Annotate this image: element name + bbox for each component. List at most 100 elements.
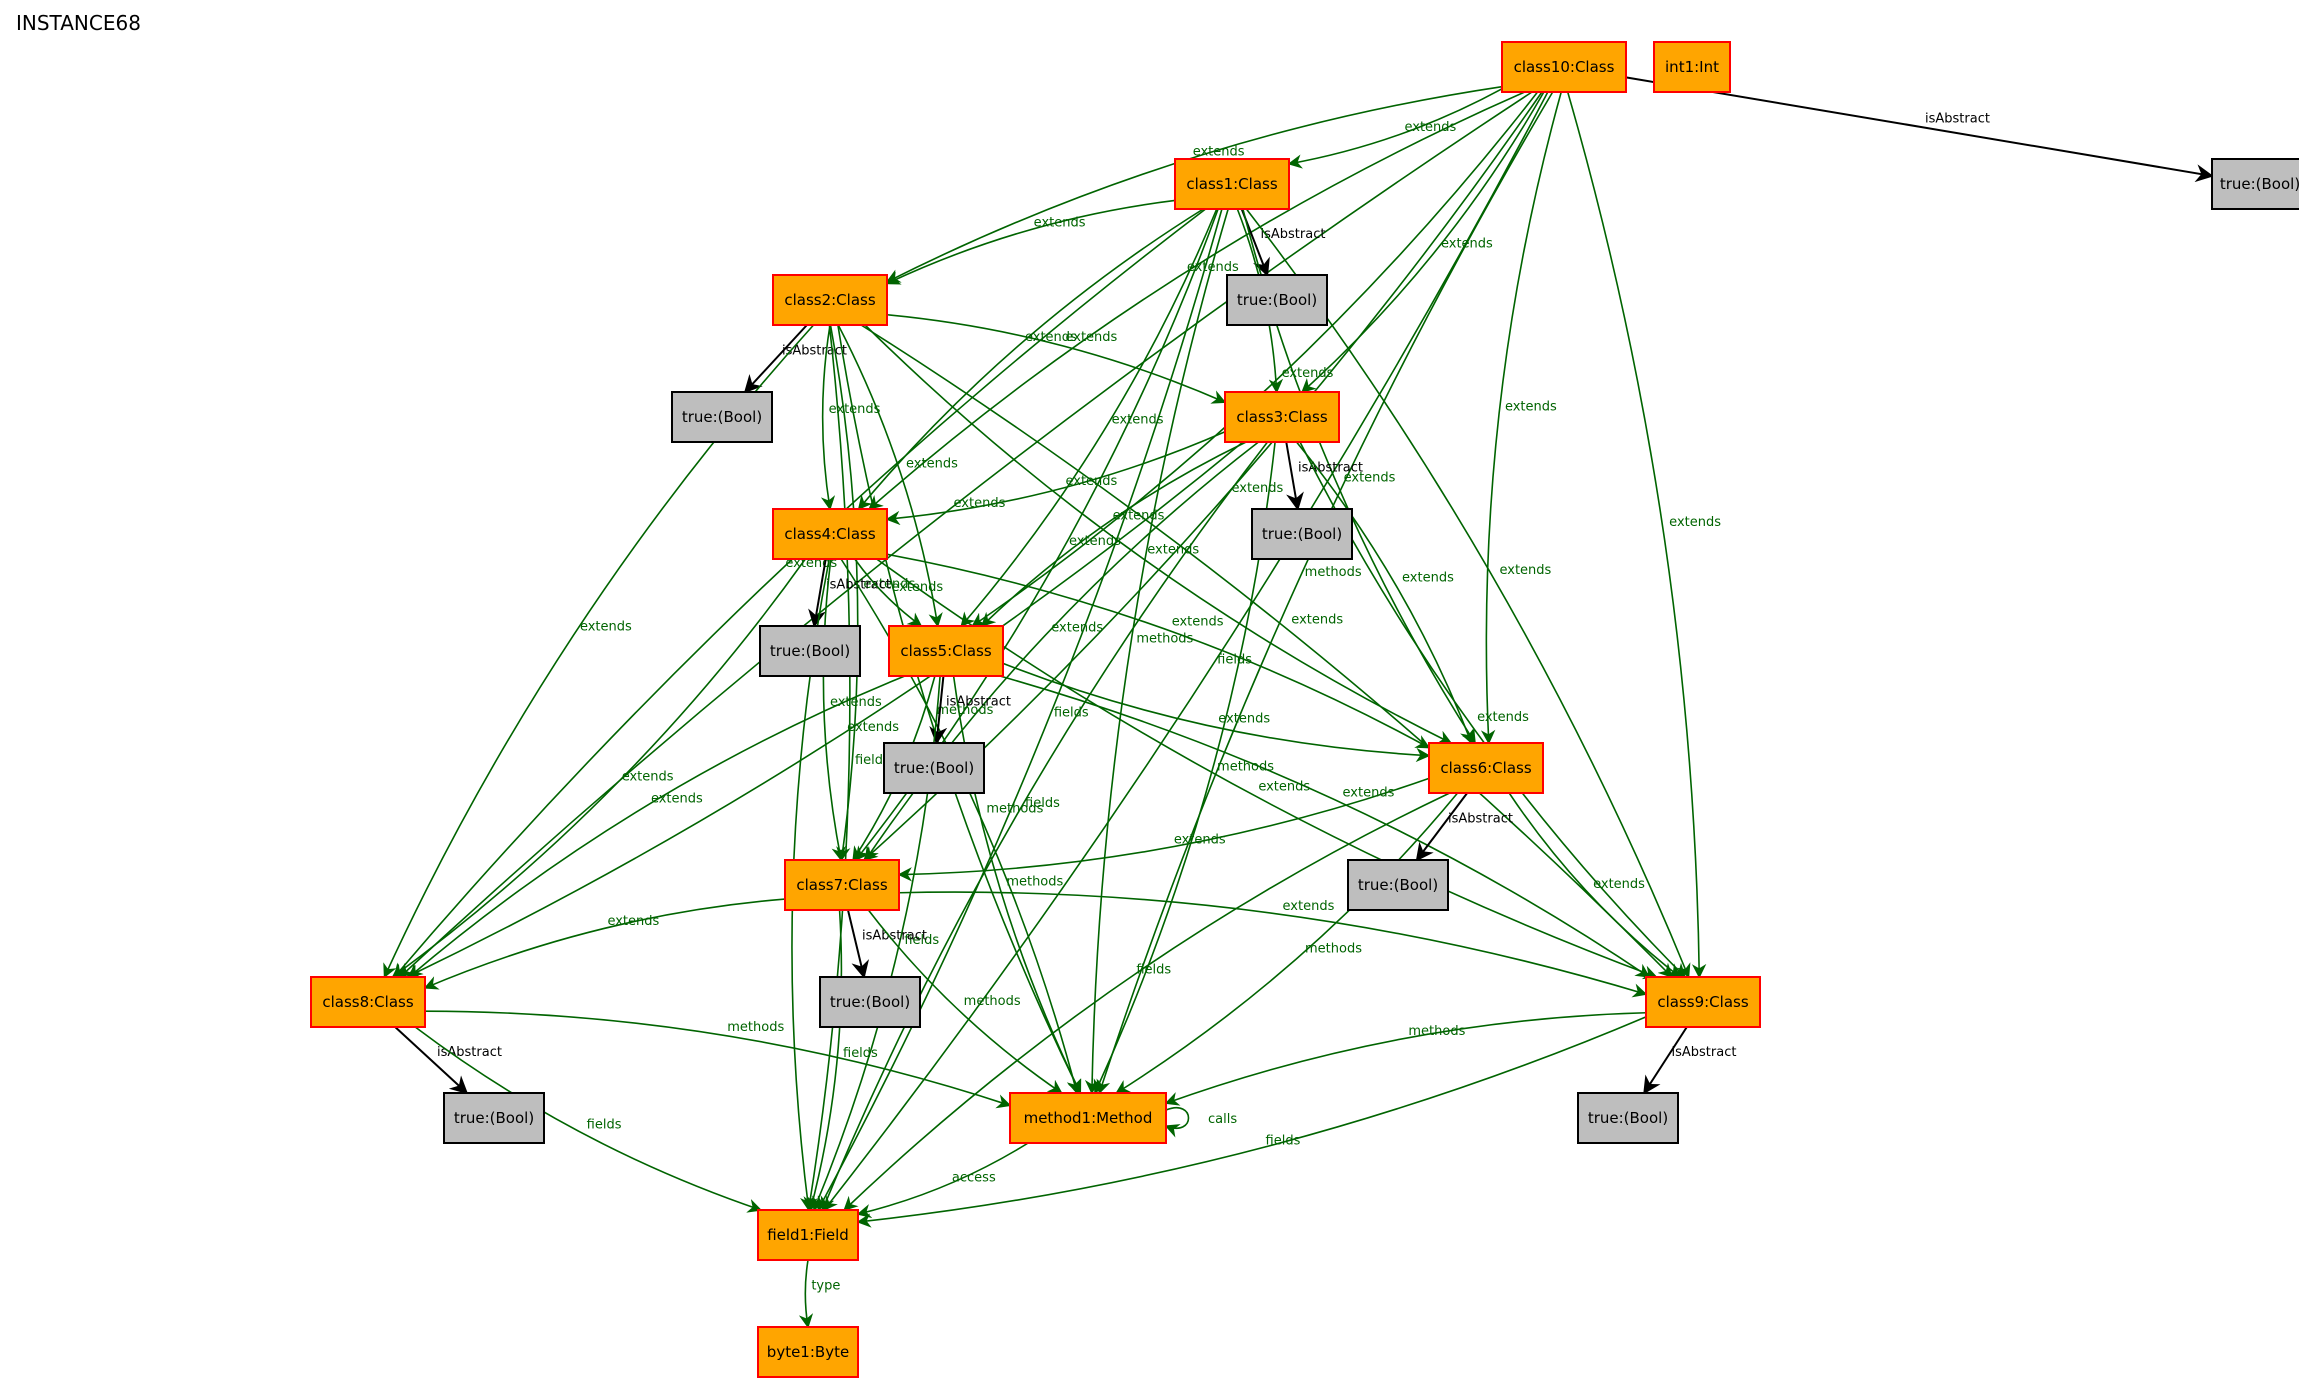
node-class9: class9:Class xyxy=(1645,976,1761,1028)
node-box xyxy=(883,742,985,794)
node-byte1: byte1:Byte xyxy=(757,1326,859,1378)
edge-class9-method1: methods xyxy=(1164,1011,1647,1106)
edge-class3-class8: extends xyxy=(405,441,1244,978)
node-class3: class3:Class xyxy=(1224,391,1340,443)
edge-line xyxy=(829,324,859,862)
node-label: class8:Class xyxy=(322,993,413,1011)
edge-line xyxy=(408,675,906,978)
edge-class2-class9: extends xyxy=(860,324,1673,979)
node-box xyxy=(784,859,900,911)
node-class5: class5:Class xyxy=(888,625,1004,677)
edge-class1-class5: extends xyxy=(960,208,1218,628)
edge-class10-class6: extends xyxy=(1480,91,1562,745)
edge-label: isAbstract xyxy=(1672,1045,1737,1060)
edge-label: fields xyxy=(1136,962,1171,977)
edge-class7-bool_c7: isAbstract xyxy=(847,909,927,979)
edge-class6-field1: fields xyxy=(843,792,1451,1211)
node-label: true:(Bool) xyxy=(1237,291,1317,309)
node-label: class1:Class xyxy=(1186,175,1277,193)
edge-class9-bool_c9: isAbstract xyxy=(1643,1026,1737,1095)
edge-label: fields xyxy=(1266,1133,1301,1148)
edge-label: extends xyxy=(1405,120,1457,135)
edge-line xyxy=(864,324,1453,744)
edge-line xyxy=(856,1016,1647,1228)
edge-class4-class8: extends xyxy=(391,558,806,978)
edge-label: fields xyxy=(1054,706,1089,721)
edge-class6-class9: extends xyxy=(1508,792,1681,978)
edge-class2-class7: extends xyxy=(829,324,915,862)
edge-line xyxy=(847,909,869,979)
edge-label: extends xyxy=(622,770,674,785)
edge-label: extends xyxy=(954,496,1006,511)
node-bool_c5: true:(Bool) xyxy=(883,742,985,794)
edge-label: methods xyxy=(986,802,1043,817)
edge-label: extends xyxy=(1344,470,1396,485)
edge-label: isAbstract xyxy=(1925,112,1990,127)
edge-line xyxy=(1508,792,1681,978)
edge-label: extends xyxy=(1147,542,1199,557)
edge-label: extends xyxy=(1172,614,1224,629)
edge-class7-class9: extends xyxy=(898,891,1648,998)
edge-label: extends xyxy=(607,914,659,929)
edge-line xyxy=(822,558,846,862)
edge-label: extends xyxy=(1499,563,1551,578)
node-box xyxy=(757,1209,859,1261)
edge-class7-field1: fields xyxy=(806,909,878,1212)
edge-label: calls xyxy=(1208,1112,1237,1127)
edge-class5-method1: methods xyxy=(952,675,1082,1095)
edge-class5-bool_c5: isAbstract xyxy=(929,675,1011,745)
node-class4: class4:Class xyxy=(772,508,888,560)
edge-class10-class1: extends xyxy=(1287,88,1503,169)
edge-line xyxy=(885,431,1226,526)
edge-label: extends xyxy=(847,720,899,735)
edge-line xyxy=(980,441,1247,627)
edge-label: extends xyxy=(1034,215,1086,230)
node-class7: class7:Class xyxy=(784,859,900,911)
node-label: class6:Class xyxy=(1440,759,1531,777)
node-box xyxy=(1224,391,1340,443)
node-class2: class2:Class xyxy=(772,274,888,326)
node-label: class7:Class xyxy=(796,876,887,894)
edge-class2-bool_c2: isAbstract xyxy=(743,324,847,394)
edge-label: isAbstract xyxy=(1448,812,1513,827)
edge-class2-class6: extends xyxy=(864,324,1453,744)
edge-class8-bool_c8: isAbstract xyxy=(394,1026,502,1095)
edge-label: extends xyxy=(1505,400,1557,415)
node-box xyxy=(1501,41,1627,93)
edge-class5-class8: extends xyxy=(408,675,906,978)
edge-class10-class4: extends xyxy=(868,91,1526,510)
edge-line xyxy=(817,208,1223,1212)
edge-line xyxy=(405,441,1244,978)
node-bool_c8: true:(Bool) xyxy=(443,1092,545,1144)
node-box xyxy=(1009,1092,1167,1144)
edge-class2-method1: methods xyxy=(837,324,1081,1095)
node-box xyxy=(1428,742,1544,794)
edge-line xyxy=(414,1026,763,1213)
edge-line xyxy=(424,1010,1012,1109)
edge-label: methods xyxy=(1217,760,1274,775)
edge-label: extends xyxy=(1669,515,1721,530)
node-label: class2:Class xyxy=(784,291,875,309)
edge-label: access xyxy=(952,1170,996,1185)
edge-label: isAbstract xyxy=(946,695,1011,710)
edge-class10-class8: extends xyxy=(398,91,1533,978)
edge-label: extends xyxy=(1065,474,1117,489)
edge-class3-field1: fields xyxy=(820,441,1269,1212)
edge-label: fields xyxy=(1217,652,1252,667)
edge-label: extends xyxy=(1218,712,1270,727)
node-label: true:(Bool) xyxy=(682,408,762,426)
node-box xyxy=(772,274,888,326)
edge-label: isAbstract xyxy=(1298,461,1363,476)
edge-line xyxy=(820,441,1269,1212)
edge-line xyxy=(1480,91,1562,745)
edge-line xyxy=(1164,1107,1190,1138)
edge-class2-class5: extends xyxy=(837,324,958,628)
edge-class8-field1: fields xyxy=(414,1026,763,1213)
node-box xyxy=(819,976,921,1028)
edge-class7-class8: extends xyxy=(423,898,786,990)
edge-label: methods xyxy=(727,1020,784,1035)
edge-line xyxy=(391,558,806,978)
node-label: true:(Bool) xyxy=(1588,1109,1668,1127)
node-box xyxy=(443,1092,545,1144)
edge-label: extends xyxy=(830,695,882,710)
